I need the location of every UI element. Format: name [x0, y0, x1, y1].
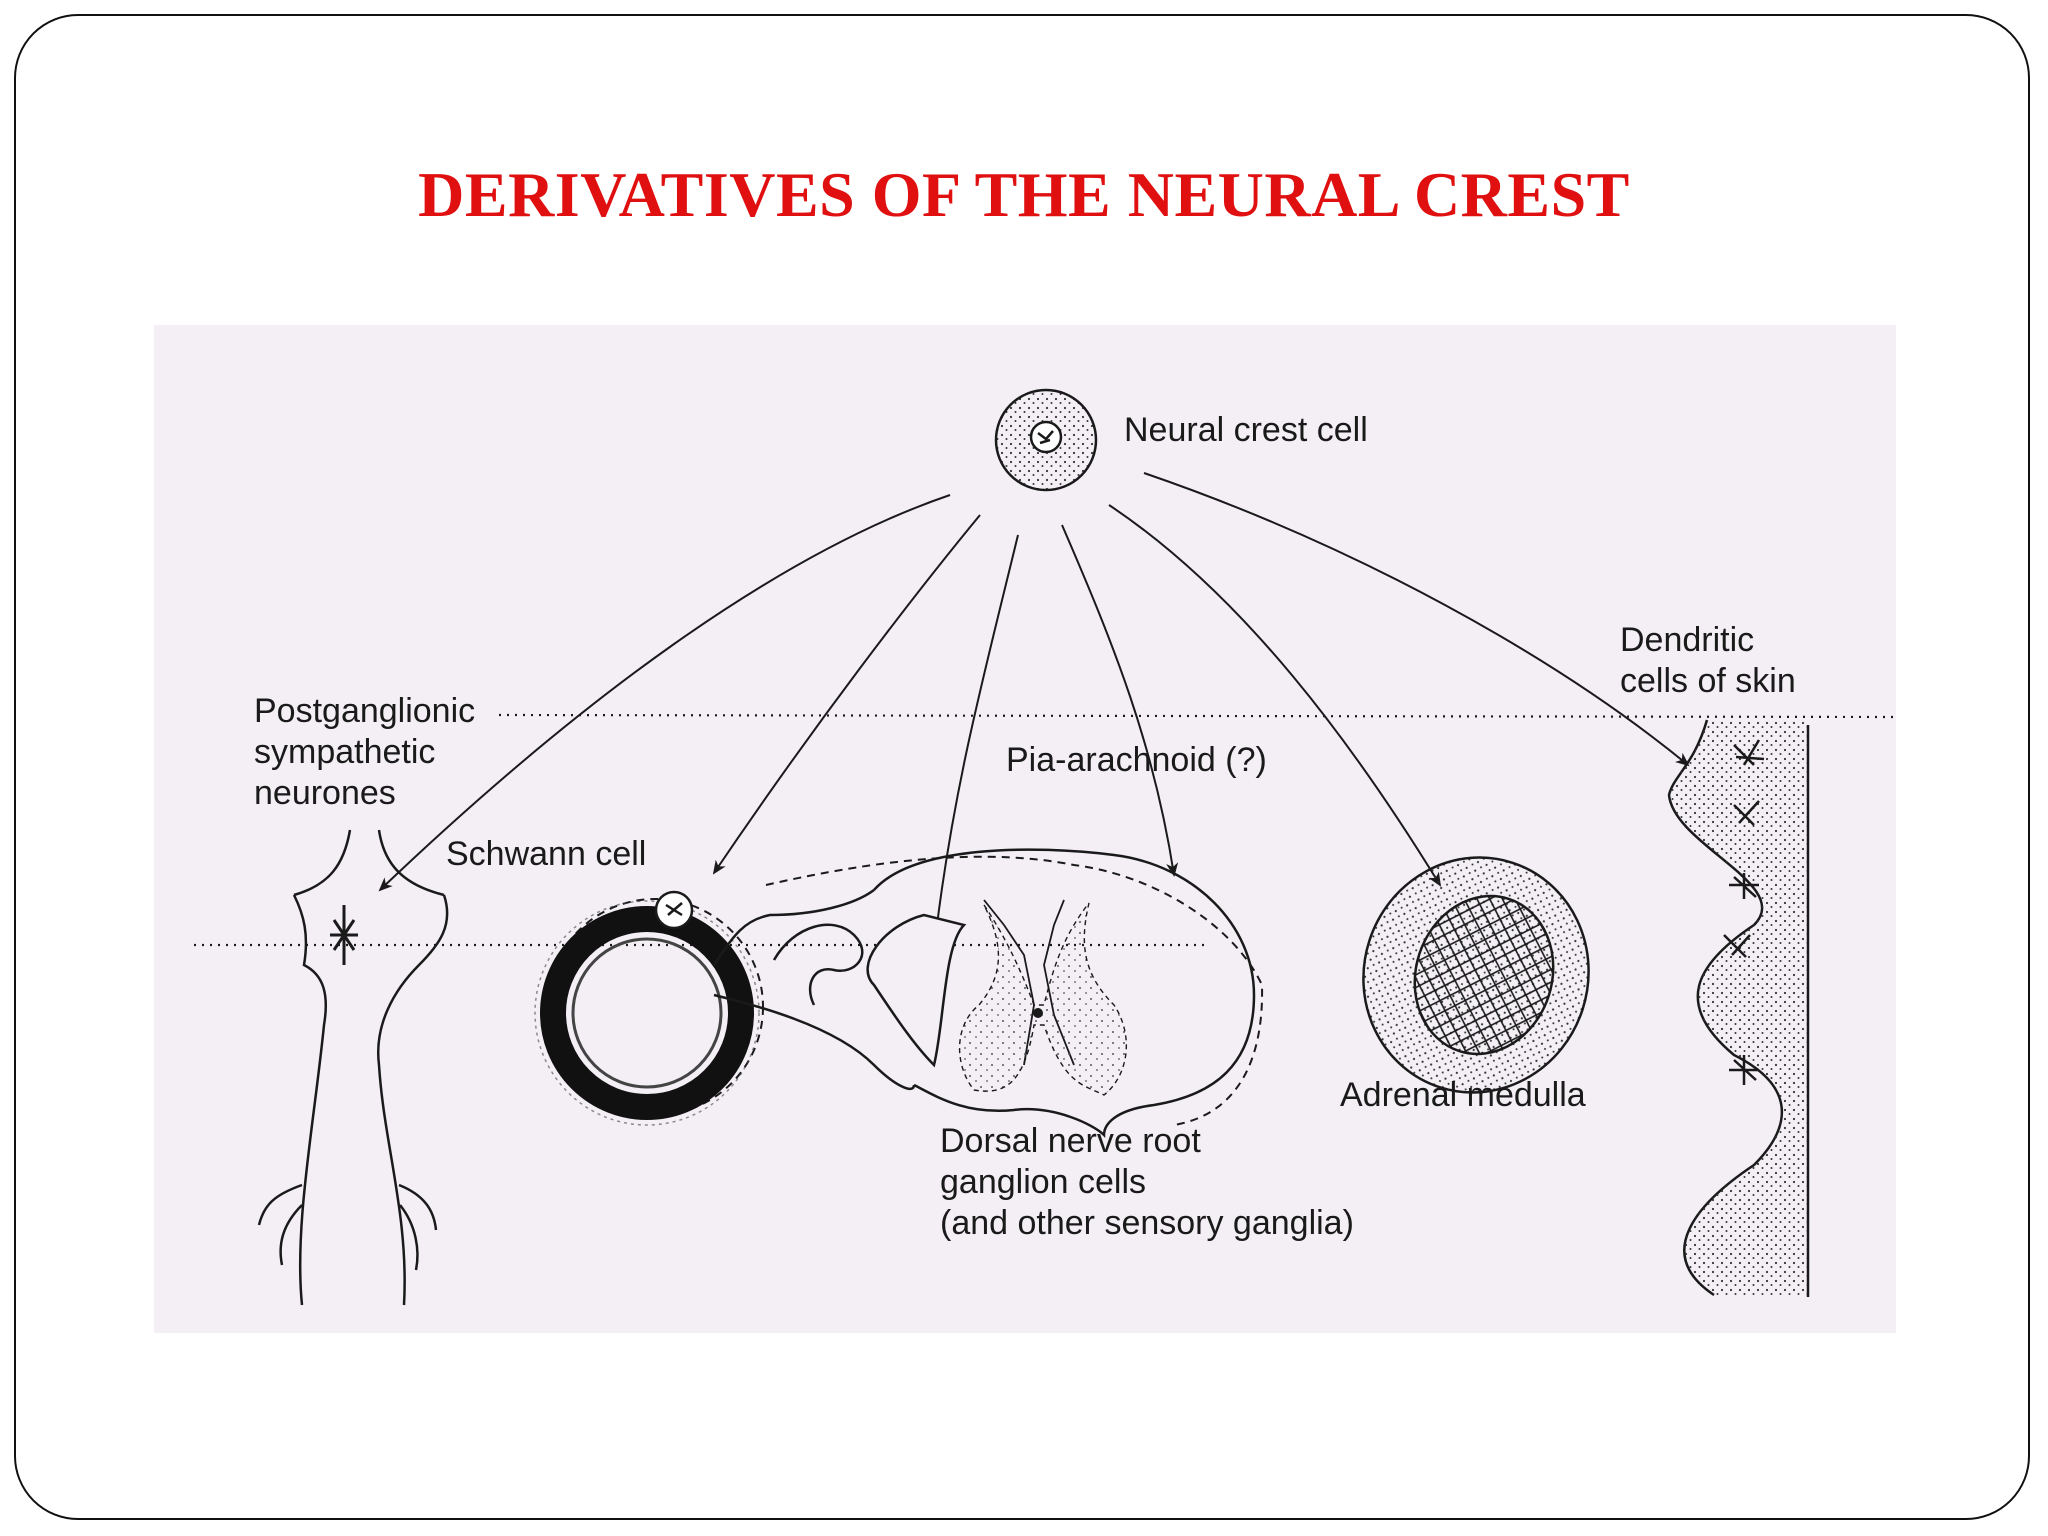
arrow-to-dorsal — [931, 534, 1019, 935]
grey-matter — [958, 902, 1127, 1096]
neural-crest-cell — [994, 388, 1098, 492]
central-canal — [1033, 1008, 1043, 1018]
arrow-to-schwann — [712, 514, 981, 875]
sympathetic-neurone-drawing — [257, 829, 449, 1306]
slide-title: DERIVATIVES OF THE NEURAL CREST — [418, 159, 1630, 230]
arrow-to-sympathetic — [378, 494, 951, 892]
neural-crest-diagram: Neural crest cell Postganglionic sympath… — [154, 325, 1896, 1333]
adrenal-gland-drawing — [1362, 856, 1590, 1094]
sympathetic-label: Postganglionic sympathetic neurones — [254, 692, 485, 812]
dendritic-label: Dendritic cells of skin — [1620, 621, 1796, 700]
derivation-arrows — [378, 472, 1690, 935]
arrow-to-dendritic — [1143, 472, 1690, 767]
arrow-to-pia — [1061, 524, 1179, 877]
neural-crest-cell-label: Neural crest cell — [1124, 411, 1368, 449]
dorsal-label: Dorsal nerve root ganglion cells (and ot… — [940, 1122, 1354, 1242]
spinal-cord-drawing — [712, 848, 1256, 1139]
adrenal-label: Adrenal medulla — [1340, 1076, 1586, 1114]
pia-arachnoid-outline — [765, 855, 1264, 1126]
pia-label: Pia-arachnoid (?) — [1006, 741, 1267, 779]
schwann-cell-drawing — [534, 890, 764, 1126]
upper-dotted-line — [498, 713, 1895, 719]
schwann-label: Schwann cell — [446, 835, 646, 873]
arrow-to-adrenal — [1108, 504, 1442, 887]
